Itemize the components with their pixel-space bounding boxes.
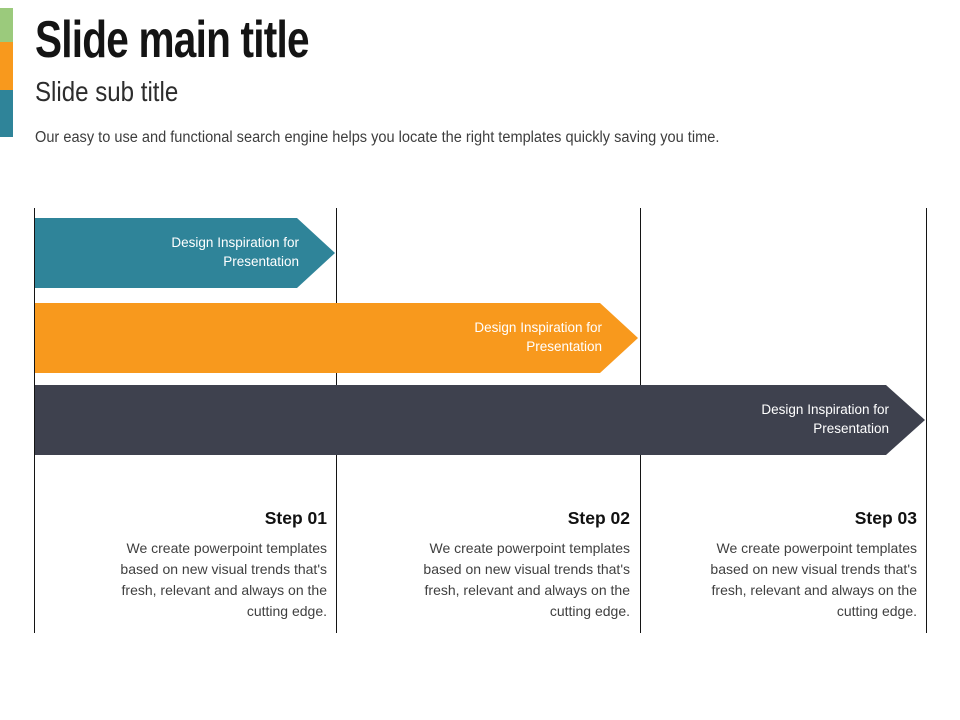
step-block-1: Step 01 We create powerpoint templates b… [95, 508, 327, 622]
step-title: Step 02 [567, 508, 630, 528]
arrow-shape-icon [35, 218, 335, 288]
arrow-label-line1: Design Inspiration for [761, 402, 889, 417]
step-description: We create powerpoint templates based on … [120, 540, 327, 619]
step-title: Step 01 [264, 508, 327, 528]
arrow-label-line2: Presentation [526, 339, 602, 354]
arrow-shape-icon [35, 303, 638, 373]
arrow-label: Design Inspiration for Presentation [761, 400, 889, 438]
arrow-label-line1: Design Inspiration for [474, 320, 602, 335]
column-divider-line [926, 208, 927, 633]
arrow-label-line2: Presentation [223, 254, 299, 269]
column-divider-line [34, 208, 35, 633]
step-block-2: Step 02 We create powerpoint templates b… [398, 508, 630, 622]
accent-bar-teal [0, 90, 13, 137]
accent-bar-orange [0, 42, 13, 90]
accent-bar-green [0, 8, 13, 42]
step-description: We create powerpoint templates based on … [423, 540, 630, 619]
slide-description: Our easy to use and functional search en… [35, 129, 720, 146]
process-arrow-3: Design Inspiration for Presentation [35, 385, 925, 455]
slide-main-title: Slide main title [35, 11, 310, 69]
step-block-3: Step 03 We create powerpoint templates b… [685, 508, 917, 622]
process-arrow-2: Design Inspiration for Presentation [35, 303, 638, 373]
arrow-shape-icon [35, 385, 925, 455]
arrow-label-line2: Presentation [813, 421, 889, 436]
arrow-label: Design Inspiration for Presentation [171, 233, 299, 271]
step-title: Step 03 [854, 508, 917, 528]
slide-sub-title: Slide sub title [35, 76, 179, 107]
arrow-label: Design Inspiration for Presentation [474, 318, 602, 356]
step-description: We create powerpoint templates based on … [710, 540, 917, 619]
arrow-label-line1: Design Inspiration for [171, 235, 299, 250]
process-arrow-1: Design Inspiration for Presentation [35, 218, 335, 288]
